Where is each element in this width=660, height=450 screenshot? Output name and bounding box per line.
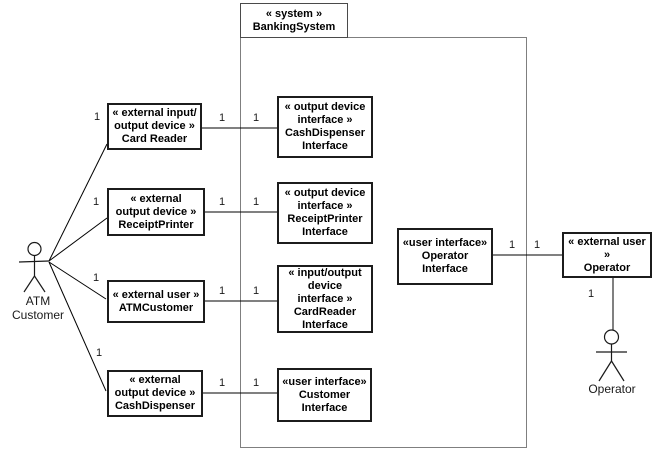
- node-name: Operator Interface: [421, 250, 469, 275]
- actor-leg-left: [598, 360, 613, 382]
- system-stereotype: « system »: [265, 7, 323, 20]
- multiplicity-label: 1: [92, 196, 100, 208]
- node-name: CardReader Interface: [293, 305, 357, 331]
- actor-leg-right: [33, 275, 46, 293]
- node-receipt-printer-interface[interactable]: « output device interface » ReceiptPrint…: [277, 182, 373, 244]
- operator-actor-label: Operator: [588, 382, 636, 396]
- node-stereotype: «user interface»: [402, 237, 488, 249]
- actor-leg-left: [23, 275, 36, 293]
- multiplicity-label: 1: [252, 196, 260, 208]
- node-atm-customer[interactable]: « external user » ATMCustomer: [107, 280, 205, 323]
- node-receipt-printer[interactable]: « external output device » ReceiptPrinte…: [107, 188, 205, 236]
- multiplicity-label: 1: [508, 239, 516, 251]
- multiplicity-label: 1: [92, 272, 100, 284]
- actor-arms: [18, 260, 50, 263]
- node-name: Customer Interface: [298, 388, 351, 414]
- multiplicity-label: 1: [252, 112, 260, 124]
- node-cash-dispenser-interface[interactable]: « output device interface » CashDispense…: [277, 96, 373, 158]
- node-name: Operator: [583, 261, 631, 274]
- multiplicity-label: 1: [93, 111, 101, 123]
- atm-customer-actor-label: ATM Customer: [11, 294, 64, 322]
- assoc-customer-cardreader[interactable]: [48, 143, 108, 262]
- node-operator[interactable]: « external user » Operator: [562, 232, 652, 278]
- node-cash-dispenser[interactable]: « external output device » CashDispenser: [107, 370, 203, 417]
- operator-actor[interactable]: [596, 329, 627, 382]
- multiplicity-label: 1: [587, 288, 595, 300]
- node-stereotype: « external output device »: [115, 192, 197, 218]
- multiplicity-label: 1: [218, 285, 226, 297]
- multiplicity-label: 1: [218, 377, 226, 389]
- assoc-customer-receiptprinter[interactable]: [48, 217, 108, 262]
- actor-leg-right: [610, 360, 625, 382]
- node-stereotype: « external input/ output device »: [112, 107, 197, 132]
- node-card-reader[interactable]: « external input/ output device » Card R…: [107, 103, 202, 150]
- node-stereotype: « external user »: [568, 235, 646, 261]
- system-name: BankingSystem: [252, 20, 336, 33]
- node-operator-interface[interactable]: «user interface» Operator Interface: [397, 228, 493, 285]
- node-stereotype: « output device interface »: [284, 187, 366, 212]
- multiplicity-label: 1: [252, 377, 260, 389]
- multiplicity-label: 1: [95, 347, 103, 359]
- multiplicity-label: 1: [218, 196, 226, 208]
- node-stereotype: « output device interface »: [284, 101, 366, 126]
- actor-head: [27, 241, 42, 257]
- node-name: ReceiptPrinter Interface: [287, 213, 363, 238]
- node-stereotype: « input/output device interface »: [288, 266, 362, 305]
- system-boundary[interactable]: [240, 37, 527, 448]
- actor-head: [603, 329, 620, 345]
- multiplicity-label: 1: [218, 112, 226, 124]
- system-tab[interactable]: « system » BankingSystem: [240, 3, 348, 38]
- node-name: ReceiptPrinter: [118, 218, 194, 231]
- node-stereotype: « external user »: [112, 288, 200, 301]
- multiplicity-label: 1: [533, 239, 541, 251]
- node-name: CashDispenser: [114, 400, 196, 412]
- node-name: Card Reader: [121, 133, 188, 145]
- node-stereotype: « external output device »: [114, 374, 196, 399]
- node-stereotype: «user interface»: [282, 375, 367, 388]
- assoc-customer-cashdispenser[interactable]: [48, 261, 107, 392]
- node-name: ATMCustomer: [118, 301, 194, 314]
- assoc-customer-atmcustomer[interactable]: [48, 261, 107, 300]
- atm-customer-actor[interactable]: [18, 241, 50, 293]
- node-card-reader-interface[interactable]: « input/output device interface » CardRe…: [277, 265, 373, 333]
- node-customer-interface[interactable]: «user interface» Customer Interface: [277, 368, 372, 422]
- multiplicity-label: 1: [252, 285, 260, 297]
- node-name: CashDispenser Interface: [284, 127, 366, 152]
